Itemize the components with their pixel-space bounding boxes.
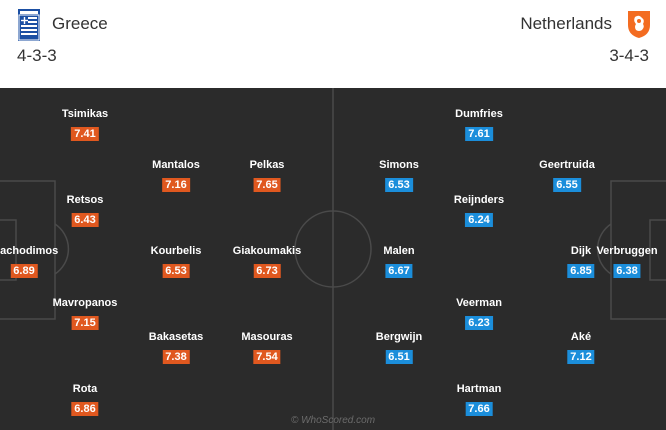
player-rating: 7.15 xyxy=(71,316,99,330)
player-name: Mavropanos xyxy=(52,297,118,309)
player-rating: 7.65 xyxy=(253,178,281,192)
player-away-dijk[interactable]: Dijk 6.85 xyxy=(567,245,595,279)
netherlands-lion-crest-icon xyxy=(626,9,652,44)
player-rating: 6.55 xyxy=(553,178,581,192)
player-rating: 6.43 xyxy=(71,213,99,227)
player-rating: 6.23 xyxy=(465,316,493,330)
player-home-vlachodimos[interactable]: Vlachodimos 6.89 xyxy=(0,245,58,279)
player-home-mantalos[interactable]: Mantalos 7.16 xyxy=(152,159,200,193)
player-name: Masouras xyxy=(241,331,293,343)
player-rating: 6.73 xyxy=(253,264,281,278)
player-away-geertruida[interactable]: Geertruida 6.55 xyxy=(539,159,595,193)
pitch-markings xyxy=(0,88,666,430)
player-name: Hartman xyxy=(456,383,502,395)
player-rating: 6.86 xyxy=(71,402,99,416)
player-home-rota[interactable]: Rota 6.86 xyxy=(71,383,99,417)
player-name: Dumfries xyxy=(455,108,503,120)
home-formation: 4-3-3 xyxy=(17,46,57,65)
player-name: Dijk xyxy=(570,245,592,257)
player-away-veerman[interactable]: Veerman 6.23 xyxy=(456,297,502,331)
player-name: Retsos xyxy=(66,194,104,206)
player-name: Bakasetas xyxy=(148,331,204,343)
player-rating: 7.41 xyxy=(71,127,99,141)
player-rating: 6.38 xyxy=(613,264,641,278)
player-rating: 7.16 xyxy=(162,178,190,192)
player-away-malen[interactable]: Malen 6.67 xyxy=(383,245,415,279)
player-name: Simons xyxy=(379,159,419,171)
player-name: Reijnders xyxy=(453,194,505,206)
player-home-mavropanos[interactable]: Mavropanos 7.15 xyxy=(52,297,118,331)
player-away-reijnders[interactable]: Reijnders 6.24 xyxy=(454,194,504,228)
player-rating: 7.12 xyxy=(567,350,595,364)
player-home-masouras[interactable]: Masouras 7.54 xyxy=(241,331,293,365)
player-rating: 7.54 xyxy=(253,350,281,364)
player-rating: 7.61 xyxy=(465,127,493,141)
player-away-dumfries[interactable]: Dumfries 7.61 xyxy=(455,108,503,142)
player-home-bakasetas[interactable]: Bakasetas 7.38 xyxy=(149,331,203,365)
player-rating: 7.38 xyxy=(162,350,190,364)
player-name: Giakoumakis xyxy=(232,245,302,257)
player-rating: 6.67 xyxy=(385,264,413,278)
player-name: Vlachodimos xyxy=(0,245,59,257)
player-name: Pelkas xyxy=(249,159,285,171)
player-name: Verbruggen xyxy=(596,245,658,257)
player-name: Geertruida xyxy=(539,159,595,171)
player-name: Malen xyxy=(383,245,415,257)
player-away-simons[interactable]: Simons 6.53 xyxy=(379,159,419,193)
player-away-verbruggen[interactable]: Verbruggen 6.38 xyxy=(596,245,658,279)
player-rating: 6.89 xyxy=(10,264,38,278)
player-rating: 6.53 xyxy=(385,178,413,192)
player-home-retsos[interactable]: Retsos 6.43 xyxy=(66,194,104,228)
player-name: Rota xyxy=(72,383,98,395)
player-name: Kourbelis xyxy=(150,245,202,257)
player-rating: 6.53 xyxy=(162,264,190,278)
player-home-kourbelis[interactable]: Kourbelis 6.53 xyxy=(150,245,202,279)
player-home-pelkas[interactable]: Pelkas 7.65 xyxy=(249,159,285,193)
home-team-name[interactable]: Greece xyxy=(52,14,108,33)
football-pitch: Tsimikas 7.41 Mantalos 7.16 Pelkas 7.65 … xyxy=(0,88,666,430)
player-home-giakoumakis[interactable]: Giakoumakis 6.73 xyxy=(233,245,301,279)
player-name: Veerman xyxy=(456,297,502,309)
player-rating: 6.24 xyxy=(465,213,493,227)
player-name: Bergwijn xyxy=(375,331,423,343)
player-name: Tsimikas xyxy=(61,108,109,120)
match-header: Greece 4-3-3 Netherlands 3-4-3 xyxy=(0,0,666,85)
player-name: Mantalos xyxy=(152,159,200,171)
away-team-name[interactable]: Netherlands xyxy=(520,14,612,33)
player-away-hartman[interactable]: Hartman 7.66 xyxy=(456,383,502,417)
player-home-tsimikas[interactable]: Tsimikas 7.41 xyxy=(62,108,108,142)
player-name: Aké xyxy=(570,331,592,343)
player-rating: 6.85 xyxy=(567,264,595,278)
away-formation: 3-4-3 xyxy=(609,46,649,65)
greece-flag-icon xyxy=(18,9,40,46)
player-away-ake[interactable]: Aké 7.12 xyxy=(567,331,595,365)
player-away-bergwijn[interactable]: Bergwijn 6.51 xyxy=(376,331,422,365)
player-rating: 7.66 xyxy=(465,402,493,416)
player-rating: 6.51 xyxy=(385,350,413,364)
watermark: © WhoScored.com xyxy=(290,415,376,426)
